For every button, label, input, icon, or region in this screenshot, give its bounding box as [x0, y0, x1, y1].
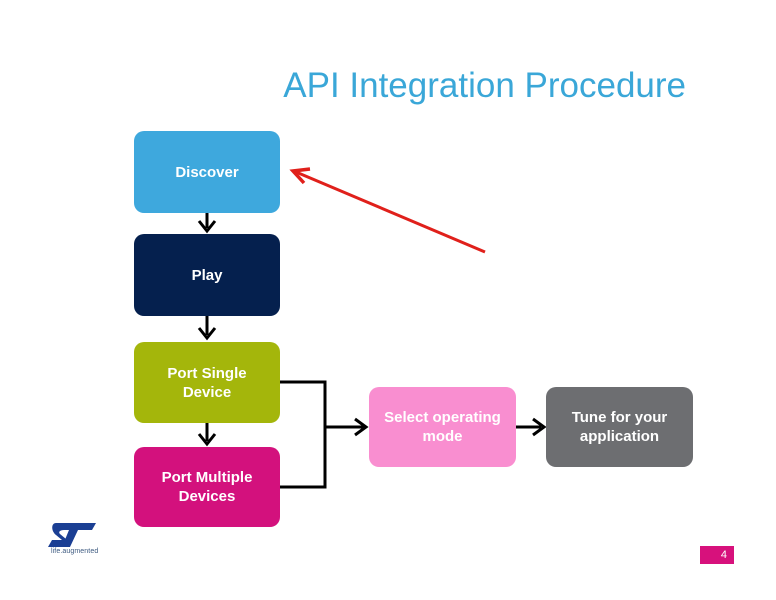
- port-multiple-devices-box: Port Multiple Devices: [134, 447, 280, 527]
- arrow-port-single-to-port-multiple: [197, 423, 217, 447]
- port-single-label-line1: Port Single: [167, 364, 247, 382]
- st-logo: [48, 523, 96, 547]
- page-number-badge: 4: [700, 546, 734, 564]
- port-multiple-label-line2: Devices: [178, 488, 236, 505]
- select-operating-mode-box: Select operating mode: [369, 387, 516, 467]
- logo-tagline: life.augmented: [51, 548, 99, 555]
- port-single-device-box: Port Single Device: [134, 342, 280, 423]
- arrow-discover-to-play: [197, 213, 217, 234]
- page-title: API Integration Procedure: [283, 66, 686, 105]
- play-label: Play: [191, 266, 223, 284]
- select-mode-label-line2: mode: [422, 428, 463, 445]
- discover-box: Discover: [134, 131, 280, 213]
- port-multiple-label-line1: Port Multiple: [161, 469, 253, 486]
- red-annotation-arrow: [289, 167, 486, 254]
- play-box: Play: [134, 234, 280, 316]
- discover-label: Discover: [175, 163, 239, 181]
- tune-for-application-box: Tune for your application: [546, 387, 693, 467]
- tune-label-line2: application: [579, 428, 660, 445]
- merge-bracket: [280, 380, 369, 489]
- arrow-select-to-tune: [516, 417, 547, 437]
- arrow-play-to-port-single: [197, 316, 217, 341]
- select-mode-label-line1: Select operating: [384, 409, 501, 426]
- port-single-label-line2: Device: [182, 383, 232, 401]
- tune-label-line1: Tune for your: [571, 409, 668, 426]
